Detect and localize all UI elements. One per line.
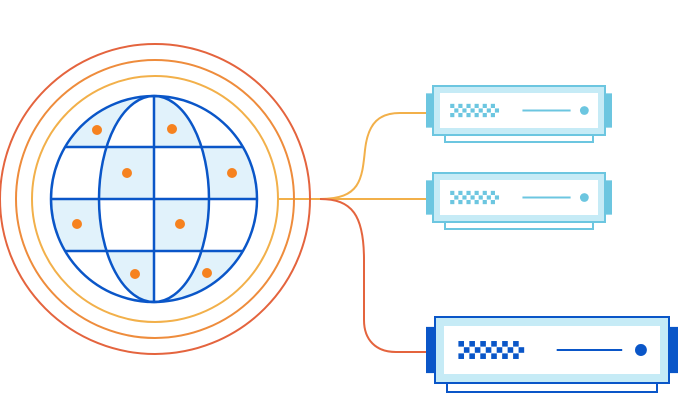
ring-outer xyxy=(0,43,311,355)
server-led xyxy=(450,199,455,205)
ring-middle xyxy=(15,59,295,339)
server-led xyxy=(490,199,495,205)
connection-line-top xyxy=(277,112,428,200)
server-icon xyxy=(426,316,678,393)
location-dot xyxy=(167,124,177,134)
server-icon xyxy=(426,172,612,230)
location-dot xyxy=(175,219,185,229)
location-dot xyxy=(227,168,237,178)
server-led xyxy=(469,353,475,359)
ring-inner xyxy=(31,75,279,323)
server-led xyxy=(458,103,463,109)
server-led xyxy=(478,195,483,200)
server-led xyxy=(478,108,483,113)
server-side-tab xyxy=(426,180,433,215)
server-power-light xyxy=(579,106,589,115)
server-led xyxy=(474,199,479,205)
server-led xyxy=(482,199,487,205)
server-led xyxy=(502,341,508,347)
location-dot xyxy=(72,219,82,229)
server-led xyxy=(486,195,491,200)
server-side-tab xyxy=(426,93,433,128)
server-led xyxy=(454,195,459,200)
server-led xyxy=(490,103,495,109)
server-led xyxy=(474,347,481,353)
server-led xyxy=(470,108,475,113)
server-side-tab xyxy=(426,326,435,374)
server-side-tab xyxy=(605,180,612,215)
server-led xyxy=(494,108,500,113)
server-led xyxy=(513,341,519,347)
server-power-light xyxy=(634,344,647,356)
server-icon xyxy=(426,85,612,143)
server-led xyxy=(463,347,470,353)
server-led xyxy=(491,353,497,359)
server-led xyxy=(485,347,492,353)
server-led xyxy=(462,195,467,200)
server-led xyxy=(480,341,486,347)
server-led xyxy=(502,353,508,359)
connection-line-bottom xyxy=(319,198,428,353)
server-led xyxy=(486,108,491,113)
server-base xyxy=(444,134,594,143)
server-led xyxy=(466,199,471,205)
server-led xyxy=(450,103,455,109)
server-led xyxy=(450,112,455,118)
server-led xyxy=(513,353,519,359)
location-dot xyxy=(92,125,102,135)
server-led xyxy=(470,195,475,200)
server-led xyxy=(466,112,471,118)
server-power-light xyxy=(579,193,589,202)
server-led xyxy=(490,190,495,196)
server-base xyxy=(444,221,594,230)
server-led xyxy=(454,108,459,113)
server-led xyxy=(482,190,487,196)
server-led xyxy=(450,190,455,196)
server-side-tab xyxy=(605,93,612,128)
connection-lines xyxy=(277,112,428,353)
server-led xyxy=(518,347,525,353)
server-led xyxy=(466,190,471,196)
server-led xyxy=(480,353,486,359)
globe-icon xyxy=(49,94,259,304)
server-led xyxy=(458,190,463,196)
server-led xyxy=(490,112,495,118)
location-dot xyxy=(122,168,132,178)
server-led xyxy=(491,341,497,347)
location-dot xyxy=(202,268,212,278)
server-led xyxy=(507,347,514,353)
server-led xyxy=(469,341,475,347)
server-base xyxy=(446,382,658,393)
server-led xyxy=(466,103,471,109)
signal-rings xyxy=(0,43,311,355)
server-led xyxy=(482,103,487,109)
server-led xyxy=(458,353,465,359)
server-led xyxy=(458,112,463,118)
server-led xyxy=(458,341,465,347)
location-dots xyxy=(72,124,237,279)
server-led xyxy=(474,112,479,118)
location-dot xyxy=(130,269,140,279)
server-led xyxy=(474,190,479,196)
server-led xyxy=(474,103,479,109)
server-led xyxy=(462,108,467,113)
server-led xyxy=(458,199,463,205)
server-led xyxy=(494,195,500,200)
server-led xyxy=(482,112,487,118)
server-led xyxy=(496,347,503,353)
server-side-tab xyxy=(669,326,678,374)
